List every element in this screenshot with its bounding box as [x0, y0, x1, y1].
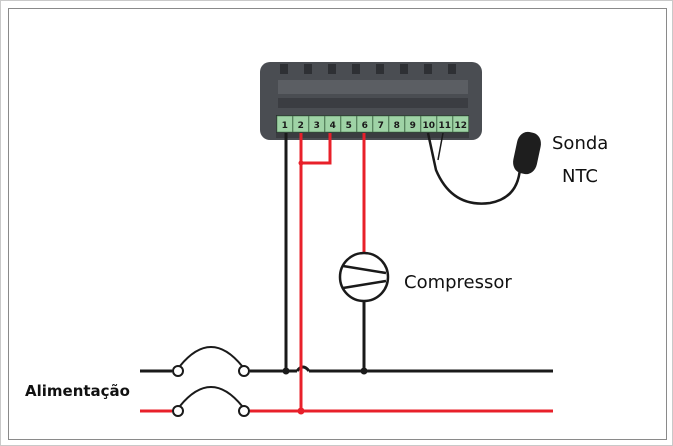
ntc-sensor — [426, 131, 541, 205]
power-supply-label: Alimentação — [25, 382, 130, 400]
sensor-label-line2: NTC — [562, 166, 598, 187]
breaker-live-arc — [179, 386, 243, 407]
controller-vents — [280, 64, 456, 74]
breaker-neutral-contact-left — [172, 365, 184, 377]
sensor-label-line1: Sonda — [552, 133, 608, 154]
compressor-line-bottom — [342, 279, 387, 290]
junction-live — [297, 407, 305, 415]
sensor-probe — [513, 131, 541, 175]
terminal-5 — [340, 115, 357, 133]
terminal-base — [276, 133, 469, 138]
junction-neutral-2 — [360, 367, 368, 375]
terminal-number-7: 7 — [378, 121, 384, 131]
breaker-neutral-arc — [179, 346, 243, 367]
wire-jumper-2-4 — [301, 133, 332, 165]
diagram-inner-border — [8, 8, 667, 440]
terminal-1 — [276, 115, 293, 133]
terminal-2 — [292, 115, 309, 133]
breaker-live-contact-right — [238, 405, 250, 417]
controller-ridge-2 — [278, 98, 468, 108]
neutral-wires — [140, 133, 553, 373]
breaker-live — [172, 386, 250, 417]
terminal-number-4: 4 — [330, 121, 336, 131]
terminal-number-3: 3 — [314, 121, 320, 131]
junction-neutral-1 — [282, 367, 290, 375]
wire-crossover-bridge — [295, 365, 311, 372]
breaker-neutral — [172, 346, 250, 377]
terminal-6 — [356, 115, 373, 133]
terminal-number-10: 10 — [422, 121, 435, 131]
terminal-4 — [324, 115, 341, 133]
sensor-cable-lead — [437, 132, 444, 161]
terminal-number-2: 2 — [298, 121, 304, 131]
terminal-number-9: 9 — [410, 121, 416, 131]
breaker-live-contact-left — [172, 405, 184, 417]
compressor-line-top — [342, 264, 387, 275]
controller-ridge — [278, 80, 468, 94]
terminal-number-6: 6 — [362, 121, 368, 131]
terminal-12 — [452, 115, 469, 133]
terminal-number-12: 12 — [454, 121, 467, 131]
terminal-number-5: 5 — [346, 121, 352, 131]
terminal-9 — [404, 115, 421, 133]
terminal-10 — [420, 115, 437, 133]
compressor-label: Compressor — [404, 272, 512, 293]
terminal-7 — [372, 115, 389, 133]
terminal-3 — [308, 115, 325, 133]
compressor-circle — [338, 251, 390, 303]
terminal-8 — [388, 115, 405, 133]
junctions — [282, 160, 368, 415]
terminal-number-11: 11 — [438, 121, 451, 131]
breaker-neutral-contact-right — [238, 365, 250, 377]
compressor-symbol — [338, 251, 390, 303]
terminal-number-1: 1 — [282, 121, 288, 131]
terminal-number-8: 8 — [394, 121, 400, 131]
terminal-11 — [436, 115, 453, 133]
sensor-cable — [426, 132, 522, 205]
junction-jumper — [298, 160, 304, 166]
